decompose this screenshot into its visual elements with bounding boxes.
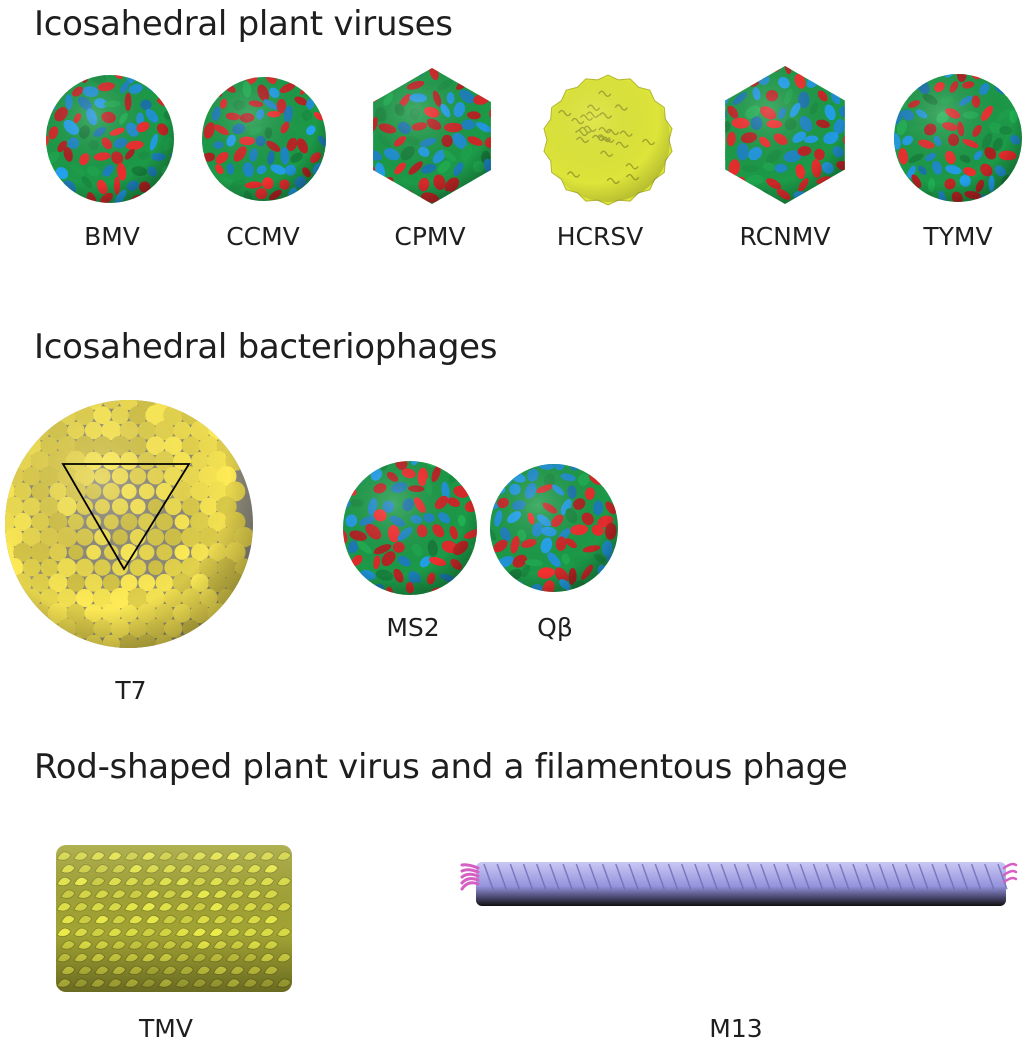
hcrsv-capsid-icon [543,74,673,206]
label-t7: T7 [115,676,147,705]
capsid-subunits [343,461,477,595]
label-tymv: TYMV [923,222,993,251]
icosahedral-plant-viruses-row [46,66,1022,206]
label-ms2: MS2 [386,613,440,642]
capsid-subunits [202,77,326,201]
bmv-capsid-icon [46,75,174,203]
label-tmv: TMV [139,1014,193,1043]
rcnmv-capsid-icon [725,66,845,204]
cpmv-capsid-icon [373,68,491,204]
capsid-subunits [725,66,845,204]
label-qbeta: Qβ [537,613,573,642]
capsid-subunits [373,68,491,204]
tmv-rod-icon [56,845,292,992]
icosahedral-bacteriophages-row [5,400,618,648]
tymv-capsid-icon [894,74,1022,202]
rod-and-filament-row [56,845,1018,992]
capsid-subunits [46,75,174,203]
section-title-icosahedral-plant-viruses: Icosahedral plant viruses [34,4,453,44]
label-bmv: BMV [84,222,140,251]
ccmv-capsid-icon [202,77,326,201]
section-title-icosahedral-bacteriophages: Icosahedral bacteriophages [34,327,498,367]
label-m13: M13 [709,1014,763,1043]
capsid-subunits [894,74,1022,202]
label-rcnmv: RCNMV [739,222,831,251]
t7-surface [5,400,253,648]
label-hcrsv: HCRSV [556,222,644,251]
label-cpmv: CPMV [394,222,466,251]
qbeta-capsid-icon [490,464,618,592]
section-title-rod-shaped-and-filamentous: Rod-shaped plant virus and a filamentous… [34,747,848,787]
label-ccmv: CCMV [226,222,300,251]
capsid-subunits [490,464,618,592]
ms2-capsid-icon [343,461,477,595]
m13-filament-icon [460,862,1018,906]
triangle-marker [61,463,191,571]
t7-capsid-icon [5,400,253,648]
